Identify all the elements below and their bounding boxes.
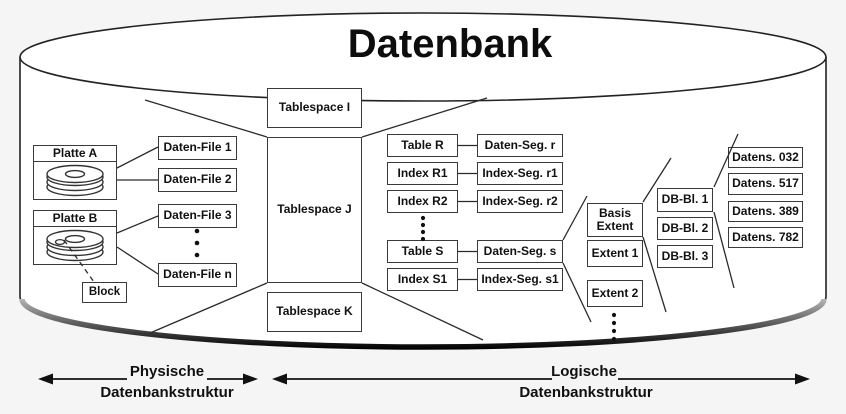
- tablespace-k-box: Tablespace K: [267, 292, 362, 332]
- disk-a-box: Platte A: [33, 145, 117, 200]
- tablespace-j-box: Tablespace J: [267, 137, 362, 283]
- disk-icon: [46, 164, 104, 196]
- table-s-box: Table S: [387, 240, 458, 263]
- index-r1-box: Index R1: [387, 162, 458, 185]
- extent-1-box: Extent 1: [587, 240, 643, 267]
- extent-2-box: Extent 2: [587, 280, 643, 307]
- diagram-title: Datenbank: [347, 22, 553, 66]
- data-file-2-box: Daten-File 2: [158, 168, 237, 192]
- legend-physical-title: Physische: [129, 363, 205, 380]
- legend-logical-title: Logische: [551, 363, 617, 380]
- record-782-box: Datens. 782: [728, 227, 803, 248]
- disk-b-label: Platte B: [34, 211, 116, 228]
- index-s1-box: Index S1: [387, 268, 458, 291]
- index-r2-box: Index R2: [387, 190, 458, 213]
- disk-icon: [46, 229, 104, 261]
- block-box: Block: [82, 282, 127, 303]
- cylinder-bottom-shadow: [19, 298, 827, 350]
- record-032-box: Datens. 032: [728, 147, 803, 168]
- daten-seg-r-box: Daten-Seg. r: [477, 134, 563, 157]
- data-file-n-box: Daten-File n: [158, 263, 237, 287]
- data-file-1-box: Daten-File 1: [158, 136, 237, 160]
- daten-seg-s-box: Daten-Seg. s: [477, 240, 563, 263]
- basis-extent-box: Basis Extent: [587, 203, 643, 237]
- index-seg-r2-box: Index-Seg. r2: [477, 190, 563, 213]
- legend-logical-subtitle: Datenbankstruktur: [519, 384, 653, 401]
- tablespace-i-box: Tablespace I: [267, 88, 362, 128]
- record-389-box: Datens. 389: [728, 201, 803, 222]
- legend-physical-subtitle: Datenbankstruktur: [100, 384, 234, 401]
- index-seg-r1-box: Index-Seg. r1: [477, 162, 563, 185]
- data-file-3-box: Daten-File 3: [158, 204, 237, 228]
- disk-a-label: Platte A: [34, 146, 116, 163]
- db-block-3-box: DB-Bl. 3: [657, 245, 713, 268]
- table-r-box: Table R: [387, 134, 458, 157]
- disk-b-box: Platte B: [33, 210, 117, 265]
- db-block-2-box: DB-Bl. 2: [657, 217, 713, 240]
- record-517-box: Datens. 517: [728, 173, 803, 195]
- index-seg-s1-box: Index-Seg. s1: [477, 268, 563, 291]
- db-block-1-box: DB-Bl. 1: [657, 188, 713, 212]
- block-marker: [54, 238, 66, 245]
